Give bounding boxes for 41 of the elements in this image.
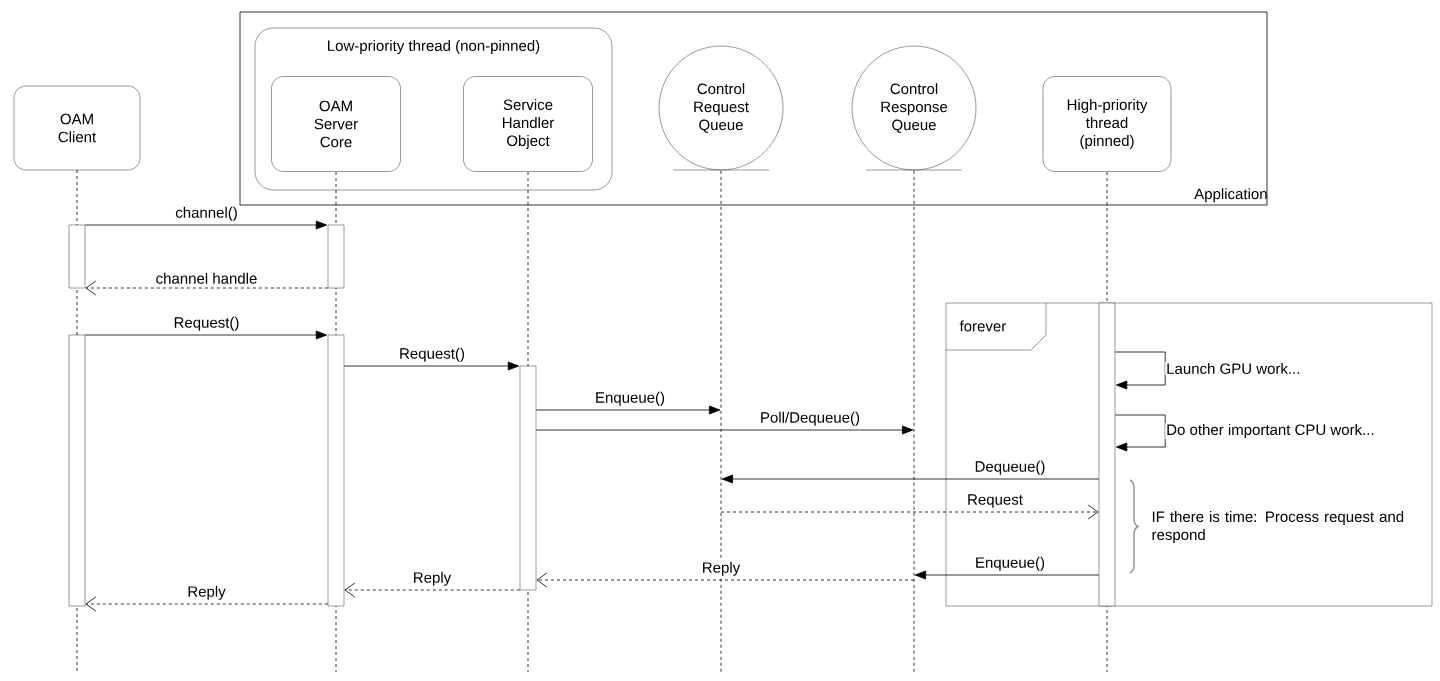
edge-label: Enqueue() [974, 555, 1047, 572]
edge-label: Launch GPU work... [1165, 362, 1302, 375]
lifeline-head-box: OAM Server Core [271, 76, 401, 172]
message-arrow [535, 405, 721, 415]
message-arrow [720, 504, 1099, 520]
note-text: IF there is time: Process request and respond [1152, 511, 1404, 543]
activation-bar [68, 334, 86, 607]
edge-label: Request() [172, 315, 241, 332]
lifeline-head-box: Service Handler Object [463, 76, 593, 172]
message-arrow [343, 361, 520, 371]
activation-bar [327, 334, 345, 607]
edge-label: Reply [411, 570, 453, 587]
lifeline [913, 170, 915, 673]
edge-label: Enqueue() [594, 390, 667, 407]
self-message-arrow [1114, 414, 1166, 452]
message-arrow [721, 474, 1100, 484]
edge-label: Do other important CPU work... [1165, 423, 1376, 439]
edge-label: channel() [174, 205, 239, 222]
lifeline-head-box: OAM Client [13, 85, 141, 171]
edge-label: Request [966, 493, 1024, 509]
activation-bar [68, 224, 86, 289]
self-message-arrow [1114, 351, 1166, 390]
message-arrow [84, 330, 328, 340]
activation-bar [519, 365, 537, 591]
lifeline-head-box: High-priority thread (pinned) [1042, 76, 1172, 172]
message-arrow [85, 596, 329, 612]
edge-label: Reply [186, 584, 227, 601]
activation-bar [327, 224, 345, 289]
edge-label: Dequeue() [973, 459, 1047, 476]
message-arrow [536, 572, 915, 588]
edge-label: Request() [398, 346, 466, 363]
message-arrow [914, 570, 1100, 580]
edge-label: Poll/Dequeue() [759, 410, 862, 427]
edge-label: Reply [700, 560, 742, 577]
activation-bar [1098, 302, 1116, 607]
message-arrow [84, 220, 328, 230]
lifeline [720, 170, 722, 673]
message-arrow [85, 280, 329, 296]
message-arrow [344, 582, 521, 598]
message-arrow [535, 425, 914, 435]
edge-label: channel handle [154, 271, 259, 285]
